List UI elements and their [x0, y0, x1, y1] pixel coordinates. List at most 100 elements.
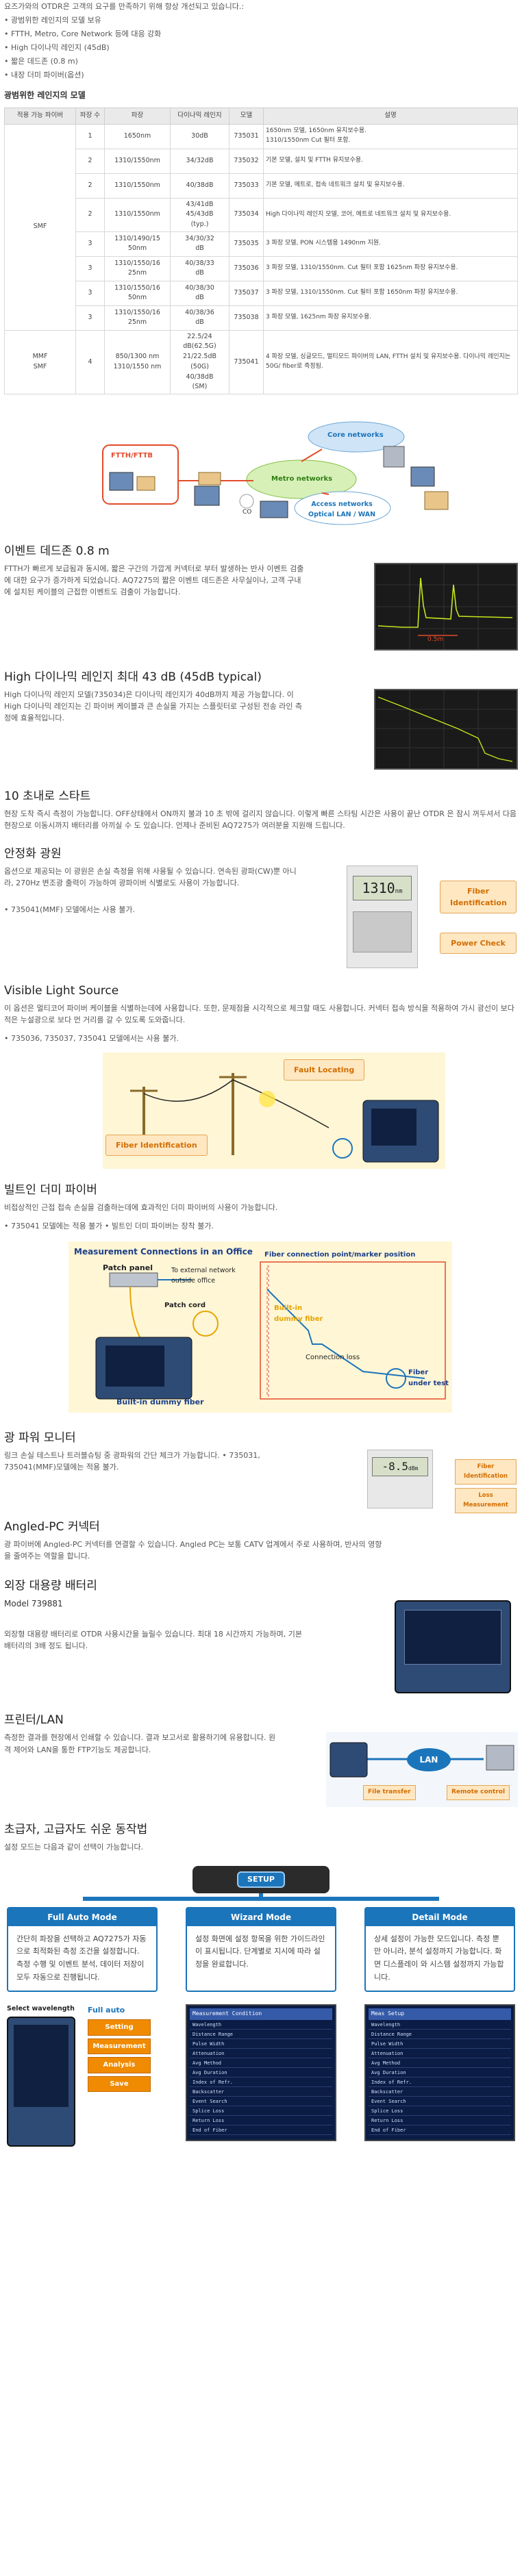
- description-cell: 1650nm 모델, 1650nm 유지보수용. 1310/1550nm Cut…: [263, 123, 518, 149]
- lcd-menu-row: End of Fiber: [369, 2125, 511, 2135]
- otdr-screen: [404, 1610, 501, 1665]
- lcd-menu-row: Avg Method: [190, 2058, 332, 2068]
- stack-measurement: Measurement: [88, 2038, 151, 2055]
- deadzone-scale-label: 0.5m: [427, 636, 444, 644]
- quickstart-text: 현장 도착 즉시 측정이 가능합니다. OFF상태에서 ON까지 불과 10 초…: [0, 805, 522, 831]
- full-auto-mode-body: 간단히 파장을 선택하고 AQ7275가 자동으로 최적화된 측정 조건을 설정…: [16, 1934, 147, 1982]
- setup-button[interactable]: SETUP: [237, 1871, 285, 1888]
- lcd-menu-row: Event Search: [190, 2097, 332, 2106]
- angled-text-block: 광 파이버에 Angled-PC 커넥터를 연결할 수 있습니다. Angled…: [0, 1536, 522, 1562]
- setup-header: SETUP: [0, 1865, 522, 1904]
- wizard-mode-head: Wizard Mode: [187, 1908, 335, 1926]
- col-dynamic-range: 다이나믹 레인지: [170, 107, 229, 125]
- powermon-figure: -8.5dBm Fiber Identification Loss Measur…: [367, 1450, 518, 1513]
- battery-figure: [381, 1598, 518, 1700]
- count-cell: 1: [75, 123, 105, 149]
- lcd-menu-row: Distance Range: [190, 2030, 332, 2039]
- count-cell: 2: [75, 173, 105, 199]
- full-auto-mode-head: Full Auto Mode: [8, 1908, 156, 1926]
- mode-screens: Select wavelength Full auto Setting Meas…: [0, 2004, 522, 2152]
- model-cell: 735041: [229, 329, 264, 395]
- lcd-menu-row: Return Loss: [369, 2116, 511, 2125]
- lcd-menu-row: Index of Refr.: [369, 2078, 511, 2087]
- count-cell: 3: [75, 305, 105, 331]
- dummy-diagram: [95, 1261, 446, 1400]
- stack-setting: Setting: [88, 2019, 151, 2036]
- dynamic-range-cell: 22.5/24 dB(62.5G) 21/22.5dB (50G) 40/38d…: [170, 329, 229, 395]
- dynamic-range-cell: 43/41dB 45/43dB (typ.): [170, 197, 229, 232]
- lcd-menu-row: Wavelength: [369, 2020, 511, 2030]
- lcd-menu-row: Attenuation: [369, 2049, 511, 2058]
- battery-text-block: Model 739881 외장형 대용량 배터리로 OTDR 사용시간을 늘릴수…: [4, 1598, 306, 1700]
- deadzone-trace: [375, 564, 517, 650]
- powermon-unit: dBm: [408, 1465, 419, 1472]
- dynamic-range-cell: 34/32dB: [170, 148, 229, 174]
- lcd-menu-row: Return Loss: [190, 2116, 332, 2125]
- intro-line: 요즈가와의 OTDR은 고객의 요구를 만족하기 위해 항상 개선되고 있습니다…: [4, 2, 245, 11]
- full-auto-screen: [14, 2025, 69, 2108]
- lcd-menu-row: Splice Loss: [369, 2106, 511, 2116]
- lightsource-display: 1310nm: [353, 876, 412, 901]
- angled-text: 광 파이버에 Angled-PC 커넥터를 연결할 수 있습니다. Angled…: [4, 1540, 382, 1561]
- dummy-text: 비접상적인 근접 접속 손실을 검출하는데에 효과적인 더미 파이버의 사용이 …: [4, 1203, 278, 1213]
- wavelength-cell: 1310/1490/15 50nm: [104, 231, 171, 257]
- visible-title: Visible Light Source: [4, 984, 119, 998]
- fiber-identification-label: Fiber Identification: [440, 881, 517, 914]
- model-cell: 735038: [229, 305, 264, 331]
- dynamic-range-cell: 40/38/30 dB: [170, 280, 229, 306]
- fiber-group-cell: SMF: [4, 123, 76, 331]
- lcd-menu-row: Wavelength: [190, 2020, 332, 2030]
- modes-text: 설정 모드는 다음과 같이 선택이 가능합니다.: [4, 1843, 144, 1852]
- lcd-menu-row: Avg Method: [369, 2058, 511, 2068]
- intro-line: • High 다이나믹 레인지 (45dB): [4, 43, 110, 52]
- wavelength-cell: 1310/1550/16 25nm: [104, 305, 171, 331]
- dummy-text-block: 비접상적인 근접 접속 손실을 검출하는데에 효과적인 더미 파이버의 사용이 …: [0, 1199, 522, 1232]
- battery-model: Model 739881: [4, 1599, 63, 1609]
- dummy-note: • 735041 모델에는 적용 불가 • 빌트인 더미 파이버는 장착 불가.: [4, 1222, 214, 1231]
- col-description: 설명: [263, 107, 518, 125]
- visible-text: 이 옵션은 멀티코어 파이버 케이블을 식별하는데에 사용합니다. 또한, 문제…: [4, 1004, 514, 1025]
- visible-fiber-identification-label: Fiber Identification: [105, 1135, 208, 1157]
- lan-text: 측정한 결과를 현장에서 인쇄할 수 있습니다. 결과 보고서로 활용하기에 유…: [4, 1733, 276, 1754]
- setup-connectors: [83, 1893, 439, 1901]
- description-cell: 3 파장 모델, 1310/1550nm. Cut 필터 포함 1625nm 파…: [263, 255, 518, 281]
- fiber-under-test-label: Fiber under test: [408, 1369, 449, 1387]
- lightsource-unit: nm: [395, 888, 403, 896]
- lightsource-figure: 1310nm Fiber Identification Power Check: [347, 866, 518, 975]
- dummy-figure: Measurement Connections in an Office Pat…: [69, 1241, 452, 1413]
- description-cell: 3 파장 모델, 1310/1550nm. Cut 필터 포함 1650nm 파…: [263, 280, 518, 306]
- table-header-row: 적용 가능 파이버 파장 수 파장 다이나믹 레인지 모델 설명: [4, 107, 518, 125]
- dummy-figure-title: Measurement Connections in an Office: [74, 1247, 253, 1257]
- deadzone-trace-screen: 0.5m: [374, 563, 518, 651]
- select-wavelength-label: Select wavelength: [7, 2005, 75, 2013]
- wavelength-cell: 1650nm: [104, 123, 171, 149]
- full-auto-mode-box: Full Auto Mode 간단히 파장을 선택하고 AQ7275가 자동으로…: [7, 1906, 158, 1993]
- visible-note: • 735036, 735037, 735041 모델에서는 사용 불가.: [4, 1034, 179, 1044]
- quickstart-paragraph: 현장 도착 즉시 측정이 가능합니다. OFF상태에서 ON까지 불과 10 초…: [4, 809, 517, 831]
- powermon-display: -8.5dBm: [372, 1457, 428, 1477]
- dummy-title: 빌트인 더미 파이버: [4, 1183, 97, 1198]
- lightsource-text-block: 옵션으로 제공되는 이 광원은 손실 측정을 위해 사용될 수 있습니다. 연속…: [4, 866, 306, 975]
- ftth-label: FTTH/FTTB: [111, 452, 153, 460]
- description-cell: 4 파장 모델, 싱글모드, 멀티모드 파이버의 LAN, FTTH 설치 및 …: [263, 329, 518, 395]
- col-wavelength: 파장: [104, 107, 171, 125]
- lightsource-panel: [353, 911, 412, 953]
- stack-analysis: Analysis: [88, 2057, 151, 2073]
- model-cell: 735031: [229, 123, 264, 149]
- external-network-label: To external network outside office: [171, 1267, 236, 1285]
- battery-text: 외장형 대용량 배터리로 OTDR 사용시간을 늘릴수 있습니다. 최대 18 …: [4, 1630, 303, 1651]
- wavelength-cell: 1310/1550nm: [104, 197, 171, 232]
- wizard-mode-body: 설정 화면에 설정 항목을 위한 가이드라인이 표시됩니다. 단계별로 지시에 …: [195, 1934, 325, 1969]
- description-cell: 3 파장 모델, PON 시스템용 1490nm 지원.: [263, 231, 518, 257]
- battery-section: Model 739881 외장형 대용량 배터리로 OTDR 사용시간을 늘릴수…: [0, 1598, 522, 1700]
- marker-position-label: Fiber connection point/marker position: [264, 1251, 416, 1259]
